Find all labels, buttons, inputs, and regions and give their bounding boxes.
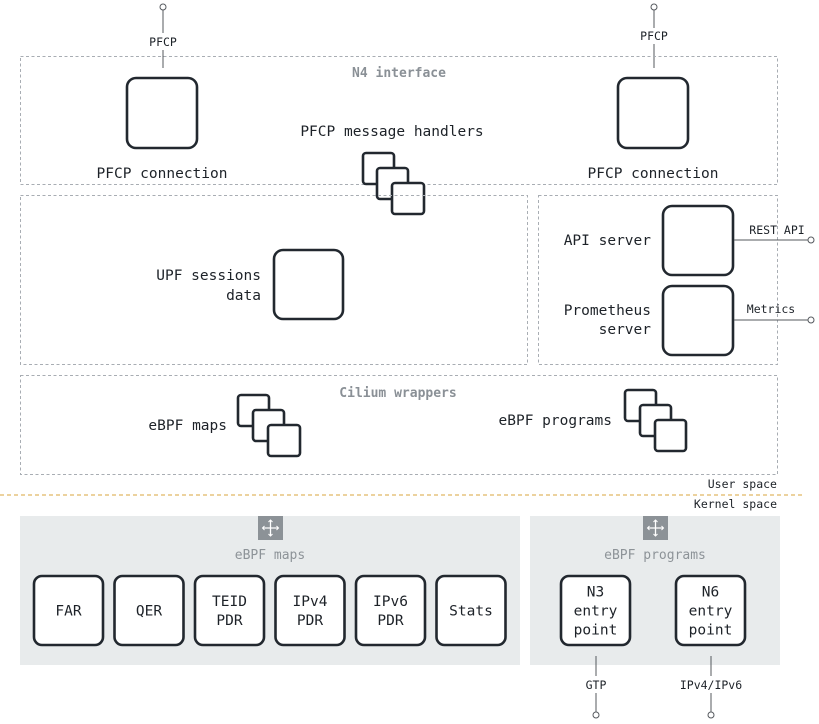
kernel-program-box-1 <box>674 574 747 647</box>
kernel-maps-title: eBPF maps <box>235 548 305 563</box>
cilium-maps-stack-icon <box>236 393 302 458</box>
kernel-map-label-2-1: PDR <box>216 613 242 629</box>
kernel-program-label-0-2: point <box>574 623 618 639</box>
rest-api-label: REST API <box>749 223 804 237</box>
kernel-map-label-3-1: PDR <box>297 613 323 629</box>
kernel-map-label-0-0: FAR <box>55 604 81 620</box>
kernel-space-label: Kernel space <box>694 497 777 511</box>
prometheus-label-line1: Prometheus <box>564 303 651 319</box>
kernel-map-label-2-0: TEID <box>212 594 247 610</box>
prometheus-label-line2: server <box>599 322 652 338</box>
api-server-box <box>661 204 735 277</box>
kernel-program-label-0-0: N3 <box>587 585 604 601</box>
ipv4-ipv6-label: IPv4/IPv6 <box>680 678 742 692</box>
pfcp-left-wire <box>159 3 167 68</box>
kernel-map-box-0 <box>32 574 105 647</box>
kernel-programs-icon <box>643 516 668 540</box>
kernel-map-label-3-0: IPv4 <box>293 594 328 610</box>
cilium-programs-label: eBPF programs <box>499 413 613 429</box>
n4-interface-title: N4 interface <box>352 66 446 81</box>
rest-api-wire <box>734 236 815 244</box>
kernel-map-box-2 <box>193 574 266 647</box>
servers-region <box>538 195 778 365</box>
kernel-map-label-5-0: Stats <box>449 604 493 620</box>
kernel-map-box-5 <box>435 574 507 647</box>
kernel-programs-title: eBPF programs <box>604 548 706 563</box>
pfcp-connection-left-box <box>125 76 199 150</box>
n4-interface-region <box>20 56 778 185</box>
user-space-label: User space <box>708 477 777 491</box>
kernel-program-label-0-1: entry <box>574 604 618 620</box>
pfcp-right-label: PFCP <box>640 29 668 43</box>
prometheus-server-box <box>661 284 735 357</box>
cilium-maps-label: eBPF maps <box>148 418 227 434</box>
pfcp-connection-left-label: PFCP connection <box>97 166 228 182</box>
cilium-region <box>20 375 778 475</box>
pfcp-handlers-label: PFCP message handlers <box>300 124 483 140</box>
cilium-programs-stack-icon <box>623 388 688 453</box>
kernel-program-label-1-2: point <box>689 623 733 639</box>
sessions-region <box>20 195 528 365</box>
kernel-map-label-4-0: IPv6 <box>373 594 408 610</box>
cilium-title: Cilium wrappers <box>339 386 456 401</box>
metrics-label: Metrics <box>747 302 795 316</box>
kernel-program-label-1-1: entry <box>689 604 733 620</box>
pfcp-handlers-stack-icon <box>361 151 426 216</box>
kernel-map-box-3 <box>274 574 346 647</box>
ipv4-ipv6-wire <box>707 656 715 719</box>
pfcp-left-label: PFCP <box>149 35 177 49</box>
kernel-map-label-1-0: QER <box>136 604 162 620</box>
kernel-map-box-4 <box>354 574 427 647</box>
kernel-map-box-1 <box>113 574 185 647</box>
kernel-program-label-1-0: N6 <box>702 585 719 601</box>
sessions-label-line1: UPF sessions <box>156 268 261 284</box>
gtp-label: GTP <box>586 678 607 692</box>
pfcp-connection-right-label: PFCP connection <box>588 166 719 182</box>
sessions-data-box <box>272 248 345 321</box>
pfcp-connection-right-box <box>616 76 690 150</box>
metrics-wire <box>734 316 815 324</box>
api-server-label: API server <box>564 233 652 249</box>
gtp-wire <box>592 656 600 719</box>
kernel-maps-icon <box>258 516 283 540</box>
kernel-programs-list: N3 entry point N6 entry point <box>559 574 747 647</box>
kernel-map-label-4-1: PDR <box>377 613 403 629</box>
kernel-program-box-0 <box>559 574 632 647</box>
sessions-label-line2: data <box>226 288 261 304</box>
